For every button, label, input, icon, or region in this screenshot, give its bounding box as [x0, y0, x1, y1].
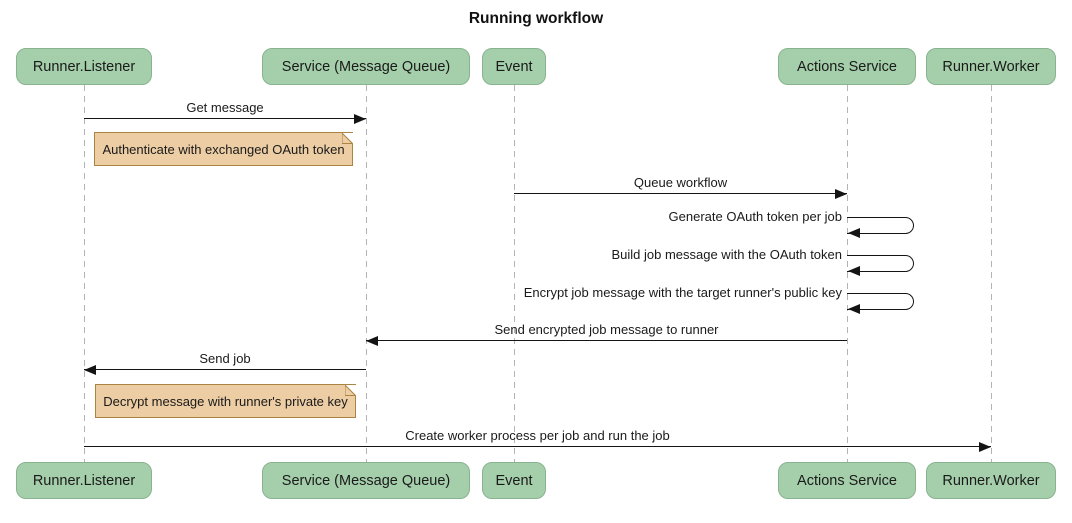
arrowhead-icon — [835, 188, 847, 199]
participant-top-event: Event — [482, 48, 546, 85]
lifeline-runner-listener — [83, 85, 85, 462]
participant-bottom-service-message-queue: Service (Message Queue) — [262, 462, 470, 499]
self-message-loop — [847, 293, 914, 310]
message-label: Create worker process per job and run th… — [405, 428, 670, 443]
arrowhead-icon — [979, 441, 991, 452]
arrowhead-icon — [366, 335, 378, 346]
message-label: Queue workflow — [633, 175, 728, 190]
diagram-title: Running workflow — [468, 10, 604, 27]
lifeline-event — [513, 85, 515, 462]
participant-top-service-message-queue: Service (Message Queue) — [262, 48, 470, 85]
arrowhead-icon — [848, 265, 860, 276]
participant-bottom-actions-service: Actions Service — [778, 462, 916, 499]
note-label: Authenticate with exchanged OAuth token — [102, 141, 345, 157]
message-line — [366, 340, 847, 341]
note-fold-icon — [341, 131, 354, 147]
note: Decrypt message with runner's private ke… — [95, 383, 357, 418]
participant-bottom-event: Event — [482, 462, 546, 499]
arrowhead-icon — [84, 364, 96, 375]
self-message-label: Build job message with the OAuth token — [611, 247, 842, 262]
message-line — [84, 446, 991, 447]
note-label: Decrypt message with runner's private ke… — [103, 393, 348, 409]
message-line — [84, 369, 366, 370]
participant-bottom-runner-listener: Runner.Listener — [16, 462, 152, 499]
self-message-label: Encrypt job message with the target runn… — [523, 285, 842, 300]
message-label: Send encrypted job message to runner — [494, 322, 719, 337]
message-line — [84, 118, 366, 119]
self-message-loop — [847, 255, 914, 272]
arrowhead-icon — [848, 227, 860, 238]
lifeline-service-message-queue — [365, 85, 367, 462]
lifeline-actions-service — [846, 85, 848, 462]
message-line — [514, 193, 847, 194]
participant-top-runner-listener: Runner.Listener — [16, 48, 152, 85]
message-label: Send job — [199, 351, 251, 366]
arrowhead-icon — [848, 303, 860, 314]
note: Authenticate with exchanged OAuth token — [94, 131, 354, 166]
note-fold-icon — [344, 383, 357, 399]
participant-top-actions-service: Actions Service — [778, 48, 916, 85]
message-label: Get message — [186, 100, 264, 115]
participant-bottom-runner-worker: Runner.Worker — [926, 462, 1056, 499]
lifeline-runner-worker — [990, 85, 992, 462]
self-message-label: Generate OAuth token per job — [668, 209, 842, 224]
arrowhead-icon — [354, 113, 366, 124]
self-message-loop — [847, 217, 914, 234]
participant-top-runner-worker: Runner.Worker — [926, 48, 1056, 85]
